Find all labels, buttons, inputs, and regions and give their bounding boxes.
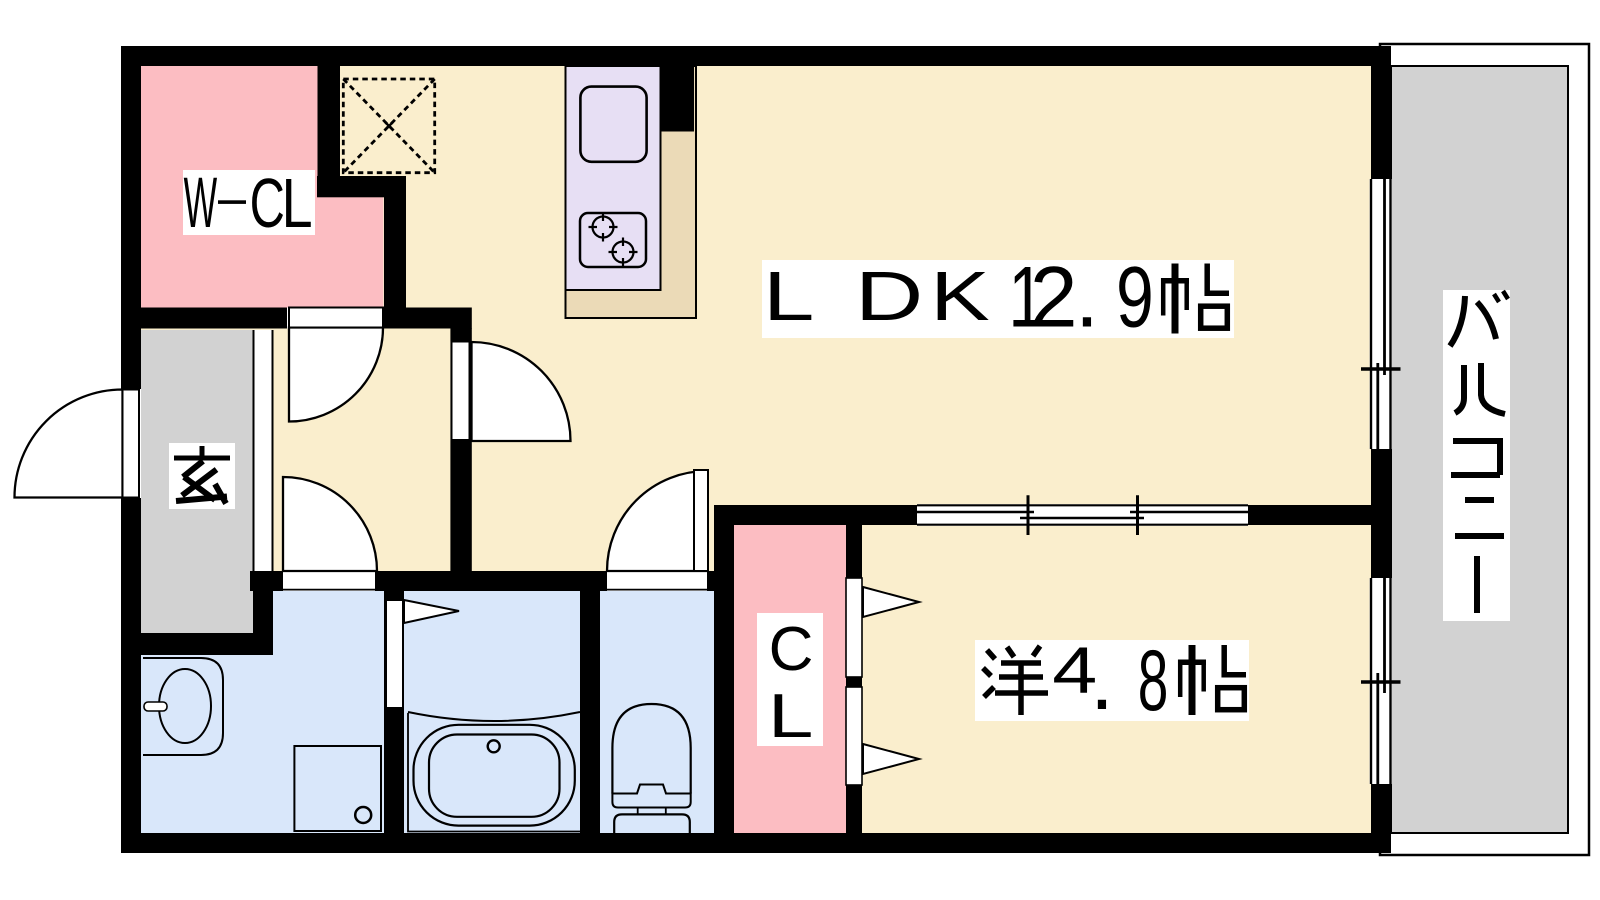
svg-text:2: 2 bbox=[1030, 250, 1078, 346]
svg-text:.: . bbox=[1090, 632, 1114, 728]
svg-text:L: L bbox=[282, 165, 313, 242]
svg-text:9: 9 bbox=[1116, 250, 1154, 345]
svg-text:8: 8 bbox=[1138, 634, 1169, 729]
svg-text:C: C bbox=[769, 615, 814, 684]
svg-text:W: W bbox=[184, 162, 218, 242]
svg-text:4: 4 bbox=[1052, 633, 1097, 707]
svg-text:L: L bbox=[763, 258, 814, 336]
svg-text:D: D bbox=[855, 257, 923, 335]
svg-text:K: K bbox=[930, 257, 989, 335]
svg-text:C: C bbox=[250, 163, 285, 242]
svg-text:.: . bbox=[1075, 250, 1099, 346]
svg-text:1: 1 bbox=[1009, 250, 1045, 346]
svg-text:L: L bbox=[768, 681, 814, 750]
